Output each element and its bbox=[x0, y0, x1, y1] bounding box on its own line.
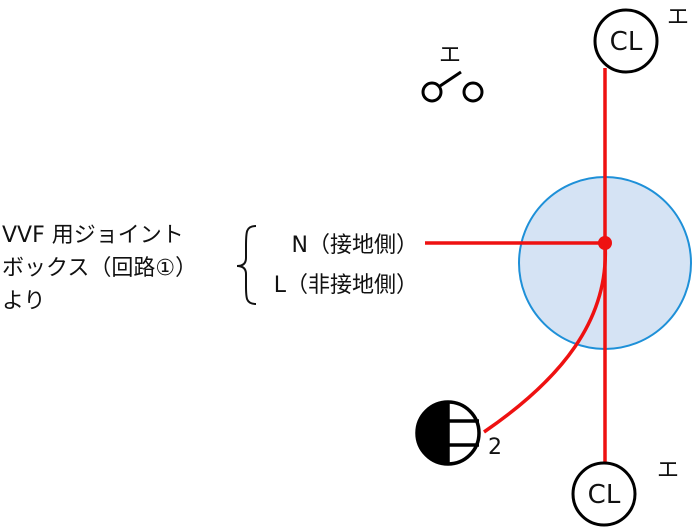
ceiling-light-icon bbox=[571, 461, 637, 527]
wire-neutral-label: N（接地側） bbox=[292, 233, 418, 258]
wire-to-outlet bbox=[483, 242, 608, 434]
source-label-line-3: より bbox=[2, 289, 46, 314]
ceiling-light-bottom-mark: エ bbox=[657, 458, 679, 483]
junction-point bbox=[598, 236, 612, 250]
outlet-count: 2 bbox=[488, 435, 502, 460]
brace bbox=[236, 225, 257, 305]
wiring bbox=[425, 68, 608, 462]
ceiling-light-icon bbox=[593, 8, 659, 74]
switch-mark: エ bbox=[439, 43, 461, 68]
ceiling-light-top: CL エ bbox=[593, 5, 689, 74]
ceiling-light-top-symbol: CL bbox=[610, 27, 643, 57]
outlet: 2 bbox=[415, 400, 502, 466]
source-label: VVF 用ジョイント ボックス（回路①） より bbox=[2, 223, 197, 314]
ceiling-light-bottom-symbol: CL bbox=[588, 480, 621, 510]
ceiling-light-top-mark: エ bbox=[667, 5, 689, 30]
wire-live-label: L（非接地側） bbox=[274, 273, 418, 298]
source-label-line-2: ボックス（回路①） bbox=[2, 256, 197, 281]
outlet-icon bbox=[415, 400, 481, 466]
ceiling-light-bottom: CL エ bbox=[571, 458, 679, 527]
switch: エ bbox=[421, 43, 484, 103]
source-label-line-1: VVF 用ジョイント bbox=[2, 223, 184, 248]
switch-icon bbox=[421, 70, 484, 103]
